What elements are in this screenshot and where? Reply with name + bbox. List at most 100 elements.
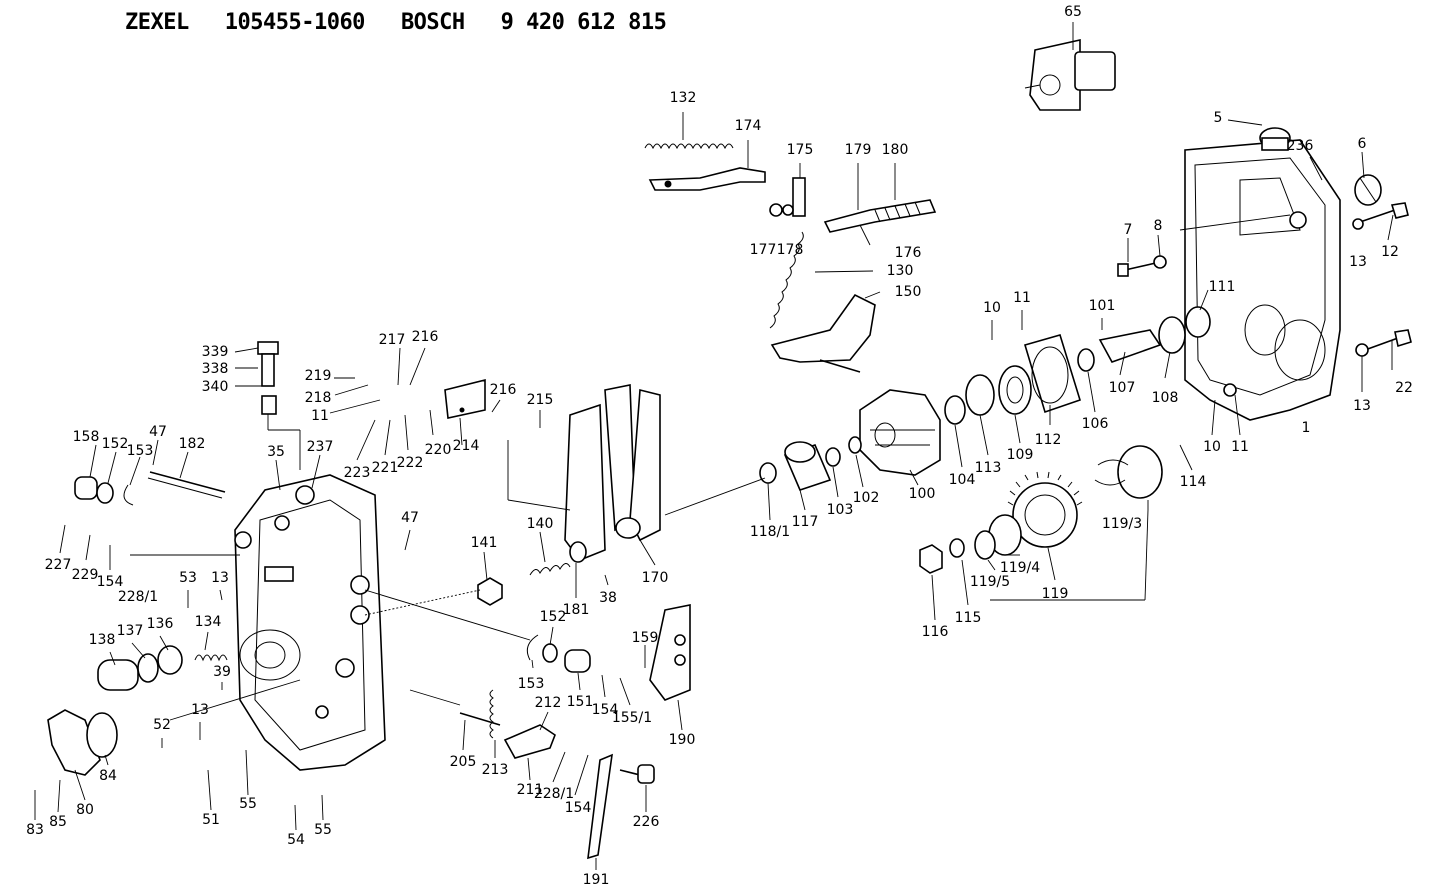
callout-label-213: 213: [482, 762, 509, 778]
callout-label-222: 222: [397, 455, 424, 471]
callout-label-219: 219: [305, 368, 332, 384]
callout-label-177: 177: [750, 242, 777, 258]
bolt-part-226: [619, 764, 655, 784]
callout-label-55b: 55: [314, 822, 332, 838]
callout-label-132: 132: [670, 90, 697, 106]
callout-label-154a: 154: [97, 574, 124, 590]
ring-part-152b: [542, 643, 558, 663]
callout-label-153a: 153: [127, 443, 154, 459]
callout-label-47b: 47: [401, 510, 419, 526]
callout-label-178: 178: [777, 242, 804, 258]
callout-label-114: 114: [1180, 474, 1207, 490]
callout-label-1: 1: [1302, 420, 1311, 436]
callout-label-11b: 11: [1231, 439, 1249, 455]
callout-label-214: 214: [453, 438, 480, 454]
callout-label-159: 159: [632, 630, 659, 646]
callout-label-130: 130: [887, 263, 914, 279]
callout-label-83: 83: [26, 822, 44, 838]
part-number-bosch: 9 420 612 815: [500, 10, 667, 35]
circlip-part-153a: [123, 484, 134, 506]
spring-part-132: [644, 143, 734, 150]
plug-part-158: [74, 476, 98, 500]
callout-label-53: 53: [179, 570, 197, 586]
callout-label-5: 5: [1214, 110, 1223, 126]
block-part-214: [444, 378, 486, 419]
pump-housing-part-1: [1184, 139, 1341, 421]
bearing-cover-part-112: [1024, 334, 1081, 414]
callout-label-22: 22: [1395, 380, 1413, 396]
callout-label-221: 221: [372, 460, 399, 476]
ring-part-137: [137, 653, 159, 683]
callout-label-119_4: 119/4: [1000, 560, 1040, 576]
callout-label-119_3: 119/3: [1102, 516, 1142, 532]
callout-label-12: 12: [1381, 244, 1399, 260]
ring-part-111: [1185, 306, 1211, 338]
callout-label-182: 182: [179, 436, 206, 452]
callout-label-226: 226: [633, 814, 660, 830]
bracket-part-175: [792, 177, 806, 217]
bearing-part-109: [998, 365, 1032, 415]
screw-part-339: [257, 341, 279, 415]
callout-label-217: 217: [379, 332, 406, 348]
callout-label-11a: 11: [1013, 290, 1031, 306]
callout-label-13d: 13: [191, 702, 209, 718]
callout-label-137: 137: [117, 623, 144, 639]
callout-label-38: 38: [599, 590, 617, 606]
callout-label-100: 100: [909, 486, 936, 502]
callout-label-10a: 10: [983, 300, 1001, 316]
callout-label-118_1: 118/1: [750, 524, 790, 540]
lever-part-174: [648, 167, 766, 191]
callout-label-119: 119: [1042, 586, 1069, 602]
callout-label-212: 212: [535, 695, 562, 711]
governor-cover-part-35: [234, 474, 386, 771]
callout-label-6: 6: [1358, 136, 1367, 152]
nut-part-136: [157, 645, 183, 675]
callout-label-113: 113: [975, 460, 1002, 476]
callout-label-154c: 154: [565, 800, 592, 816]
callout-label-140: 140: [527, 516, 554, 532]
callout-label-136: 136: [147, 616, 174, 632]
callout-label-154b: 154: [592, 702, 619, 718]
ring-part-119-5: [974, 530, 996, 560]
callout-label-237: 237: [307, 439, 334, 455]
circlip-part-153b: [526, 634, 539, 661]
callout-label-52: 52: [153, 717, 171, 733]
callout-label-108: 108: [1152, 390, 1179, 406]
callout-label-8: 8: [1154, 218, 1163, 234]
callout-label-104: 104: [949, 472, 976, 488]
callout-label-216b: 216: [490, 382, 517, 398]
ring-part-152a: [96, 482, 114, 504]
callout-label-115: 115: [955, 610, 982, 626]
circlip-part-114: [1094, 459, 1129, 486]
callout-label-54: 54: [287, 832, 305, 848]
callout-label-35: 35: [267, 444, 285, 460]
sleeve-part-151: [564, 649, 591, 673]
callout-label-134: 134: [195, 614, 222, 630]
callout-label-227: 227: [45, 557, 72, 573]
callout-label-153b: 153: [518, 676, 545, 692]
bolt-part-12: [1352, 202, 1409, 230]
callout-label-228_1a: 228/1: [118, 589, 158, 605]
callout-label-229: 229: [72, 567, 99, 583]
ring-part-113: [965, 374, 995, 416]
callout-label-174: 174: [735, 118, 762, 134]
spring-part-140: [529, 563, 571, 576]
callout-label-55a: 55: [239, 796, 257, 812]
pin-part-205: [459, 712, 501, 726]
part-number-zexel: 105455-1060: [224, 10, 366, 35]
spring-part-213: [489, 689, 494, 739]
callout-label-211: 211: [517, 782, 544, 798]
coupling-part-117: [783, 441, 832, 491]
cover-part-80: [47, 709, 101, 776]
bolt-part-22: [1355, 329, 1412, 357]
callout-label-151: 151: [567, 694, 594, 710]
gear-part-119: [1007, 471, 1083, 548]
callout-label-10b: 10: [1203, 439, 1221, 455]
nut-part-103: [825, 447, 841, 467]
callout-label-181: 181: [563, 602, 590, 618]
callout-label-102: 102: [853, 490, 880, 506]
flyweight-assembly-part-100: [859, 389, 941, 476]
callout-label-112: 112: [1035, 432, 1062, 448]
